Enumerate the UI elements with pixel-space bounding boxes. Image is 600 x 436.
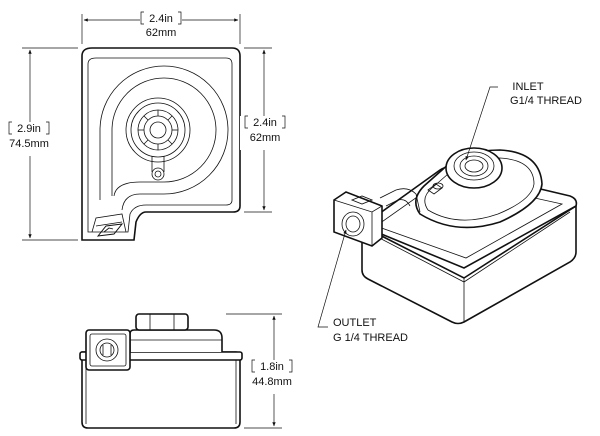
logo-mark-icon (96, 223, 124, 237)
overall-height-metric: 74.5mm (9, 138, 49, 150)
body-height-metric: 62mm (250, 132, 281, 144)
top-width-metric: 62mm (146, 27, 177, 39)
dimension-side-height: 1.8in 44.8mm (226, 313, 300, 429)
overall-height-imperial: 2.9in (17, 123, 41, 135)
callout-outlet: OUTLET G 1/4 THREAD (317, 229, 408, 344)
top-view (81, 47, 241, 241)
side-view (79, 313, 243, 429)
body-height-imperial: 2.4in (253, 117, 277, 129)
side-height-metric: 44.8mm (252, 376, 292, 388)
outlet-thread-label: G 1/4 THREAD (333, 332, 408, 344)
inlet-thread-label: G1/4 THREAD (510, 95, 582, 107)
isometric-view (333, 147, 578, 325)
dimension-top-width: 2.4in 62mm (81, 11, 241, 44)
dimension-overall-height: 2.9in 74.5mm (4, 47, 78, 241)
side-height-imperial: 1.8in (260, 361, 284, 373)
callout-inlet: INLET G1/4 THREAD (465, 81, 582, 161)
inlet-label: INLET (512, 81, 543, 93)
top-width-imperial: 2.4in (149, 13, 173, 25)
iso-logo-mark-icon (350, 195, 374, 205)
outlet-label: OUTLET (333, 317, 377, 329)
dimension-body-height: 2.4in 62mm (240, 47, 290, 213)
